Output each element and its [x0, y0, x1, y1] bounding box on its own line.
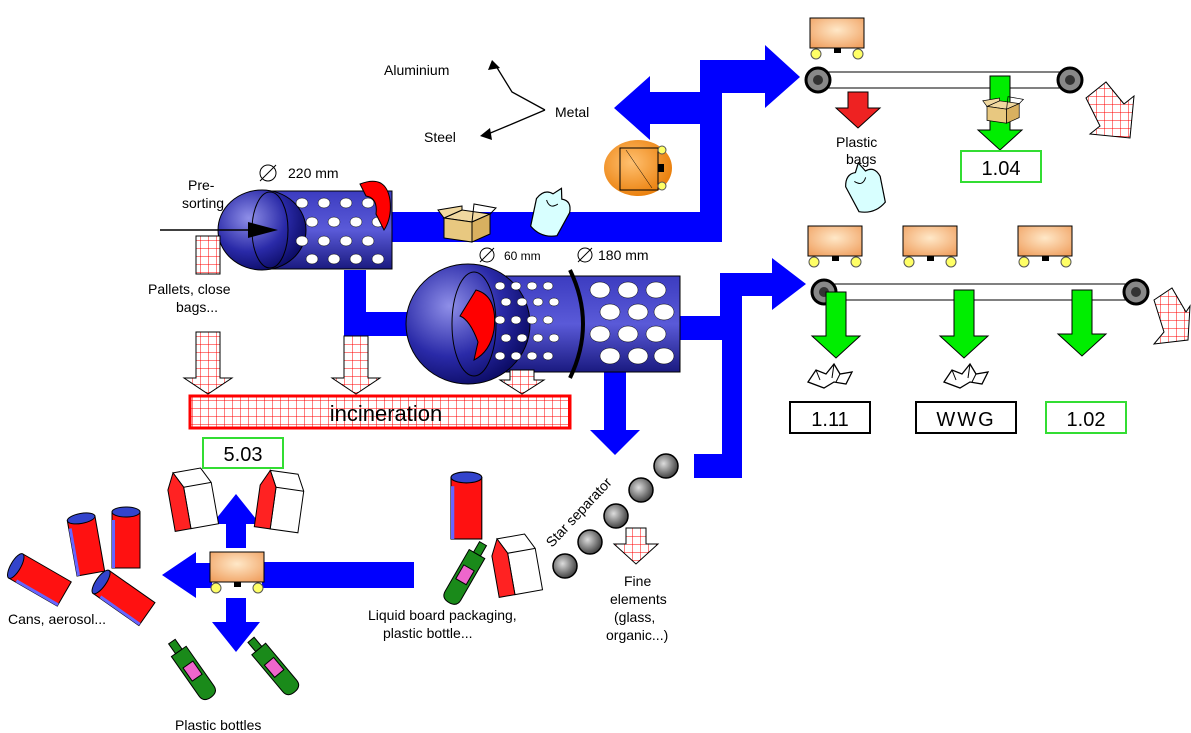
metal-branch: Aluminium Steel Metal	[384, 60, 672, 196]
final-sorting: Cans, aerosol... Plastic bottles	[3, 466, 307, 733]
flow-star-to-conveyor	[694, 298, 742, 478]
label-fine: Fine	[624, 573, 651, 589]
code-paper-2: 1.02	[1067, 409, 1106, 431]
milk-carton-icon	[253, 468, 307, 534]
cart-icon	[209, 551, 265, 594]
label-plastic-bags: Plastic	[836, 134, 877, 150]
diameter-icon	[479, 247, 495, 263]
code-paper-1: 1.11	[811, 409, 848, 431]
label-incineration: incineration	[330, 401, 443, 426]
code-paper-wwg: WWG	[936, 409, 995, 431]
can-icon	[3, 550, 72, 607]
label-liquid-board: Liquid board packaging,	[368, 607, 517, 623]
incineration-branch: Pre- sorting Pallets, close bags... inci…	[148, 177, 572, 469]
reject-arrow	[330, 335, 382, 395]
code-incineration: 5.03	[224, 444, 263, 466]
sorted-arrow	[810, 291, 862, 359]
star-separator: Star separator Fine elements (glass, org…	[542, 453, 679, 643]
reject-arrow	[612, 527, 660, 565]
trommel2-diameter-small: 60 mm	[504, 249, 541, 263]
label-liquid-board-2: plastic bottle...	[383, 625, 473, 641]
milk-carton-icon	[488, 532, 544, 598]
label-metal: Metal	[555, 104, 589, 120]
code-box-black	[789, 401, 871, 434]
label-plastic-bottles: Plastic bottles	[175, 717, 261, 733]
crumpled-paper-icon	[807, 363, 853, 389]
incineration-bar	[188, 394, 572, 430]
overflow-arrow	[1085, 81, 1135, 139]
can-icon	[111, 506, 141, 569]
reject-arrow	[182, 331, 234, 395]
diameter-icon	[577, 247, 593, 263]
bottle-icon	[164, 635, 219, 703]
code-box-green	[1045, 401, 1127, 434]
plastic-film-conveyor: Plastic bags 1.04	[804, 17, 1135, 218]
reject-arrow	[498, 369, 546, 395]
label-presorting-2: sorting	[182, 195, 224, 211]
label-plastic-bags-2: bags	[846, 151, 876, 167]
label-fine-3: (glass,	[614, 609, 655, 625]
rotation-arrow-icon	[359, 180, 391, 231]
trommel2-diameter-large: 180 mm	[598, 247, 649, 263]
flow-to-cans	[162, 552, 212, 598]
can-icon	[450, 471, 483, 540]
trommel-screen-60-180mm	[405, 263, 681, 385]
flow-to-metal	[614, 76, 700, 140]
cart-icon	[902, 225, 958, 268]
cart-icon	[807, 225, 863, 268]
label-pallets: Pallets, close	[148, 281, 231, 297]
cart-icon	[809, 17, 865, 60]
flow-to-cartons	[212, 494, 260, 548]
containers-group: Liquid board packaging, plastic bottle..…	[368, 471, 544, 641]
milk-carton-icon	[164, 466, 220, 532]
bottle-icon	[243, 633, 303, 699]
rotation-arrow-icon	[459, 289, 496, 361]
can-icon	[65, 510, 106, 577]
overflow-arrow	[1152, 287, 1191, 345]
label-fine-2: elements	[610, 591, 667, 607]
magnet-icon	[604, 140, 672, 196]
label-steel: Steel	[424, 129, 456, 145]
label-cans: Cans, aerosol...	[8, 611, 106, 627]
flow-to-sort-cross	[262, 562, 414, 588]
diameter-icon	[259, 164, 277, 182]
reject-arrow	[834, 91, 882, 129]
paper-conveyor: 1.11 WWG 1.02	[789, 225, 1191, 434]
flow-to-bottles	[212, 598, 260, 652]
diameter-labels: 220 mm 60 mm 180 mm	[259, 164, 649, 263]
flow-trommel2-down	[590, 368, 640, 455]
trommel1-diameter: 220 mm	[288, 165, 339, 181]
sorted-arrow	[938, 289, 990, 359]
label-aluminium: Aluminium	[384, 62, 449, 78]
label-presorting: Pre-	[188, 177, 215, 193]
trommel-screen-220mm	[160, 180, 393, 271]
bottle-icon	[440, 538, 492, 608]
code-box-green	[202, 437, 284, 469]
code-plastic-film: 1.04	[982, 158, 1021, 180]
reject-grid-icon	[195, 235, 221, 275]
label-pallets-2: bags...	[176, 299, 218, 315]
flow-trommel1-to-top-conveyor	[392, 45, 800, 242]
crumpled-paper-icon	[943, 363, 989, 389]
code-box-green	[960, 150, 1042, 183]
code-box-black	[915, 401, 1017, 434]
label-fine-4: organic...)	[606, 627, 668, 643]
cart-icon	[1017, 225, 1073, 268]
sorted-arrow	[1056, 289, 1108, 357]
